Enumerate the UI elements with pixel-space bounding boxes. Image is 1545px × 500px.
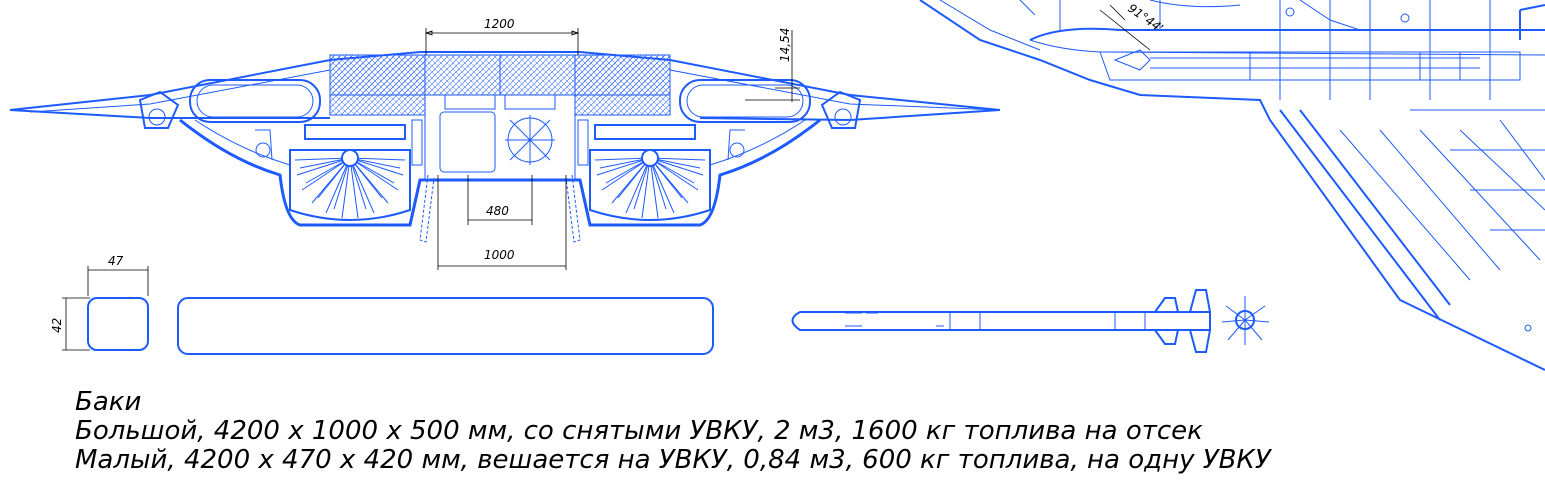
caption-heading: Баки — [75, 387, 142, 417]
aircraft-plan-view — [919, 0, 1545, 371]
dim-480: 480 — [486, 204, 509, 218]
dim-1000: 1000 — [484, 248, 515, 262]
right-launcher-spokes — [594, 157, 706, 219]
missile-side-view — [791, 289, 1270, 353]
large-tank-side-view — [177, 297, 714, 355]
caption-large-tank: Большой, 4200 х 1000 х 500 мм, со снятым… — [75, 416, 1203, 446]
caption-small-tank: Малый, 4200 х 470 х 420 мм, вешается на … — [75, 445, 1271, 475]
dim-14-54: 14,54 — [778, 28, 792, 62]
dim-42: 42 — [50, 318, 64, 333]
dim-1200: 1200 — [484, 17, 515, 31]
fuselage-front-view — [9, 51, 1001, 243]
small-tank-section — [87, 297, 149, 351]
left-launcher-spokes — [294, 157, 406, 219]
dimension-lines — [62, 28, 800, 351]
dim-47: 47 — [108, 254, 124, 268]
caption: Баки Большой, 4200 х 1000 х 500 мм, со с… — [75, 388, 1271, 475]
